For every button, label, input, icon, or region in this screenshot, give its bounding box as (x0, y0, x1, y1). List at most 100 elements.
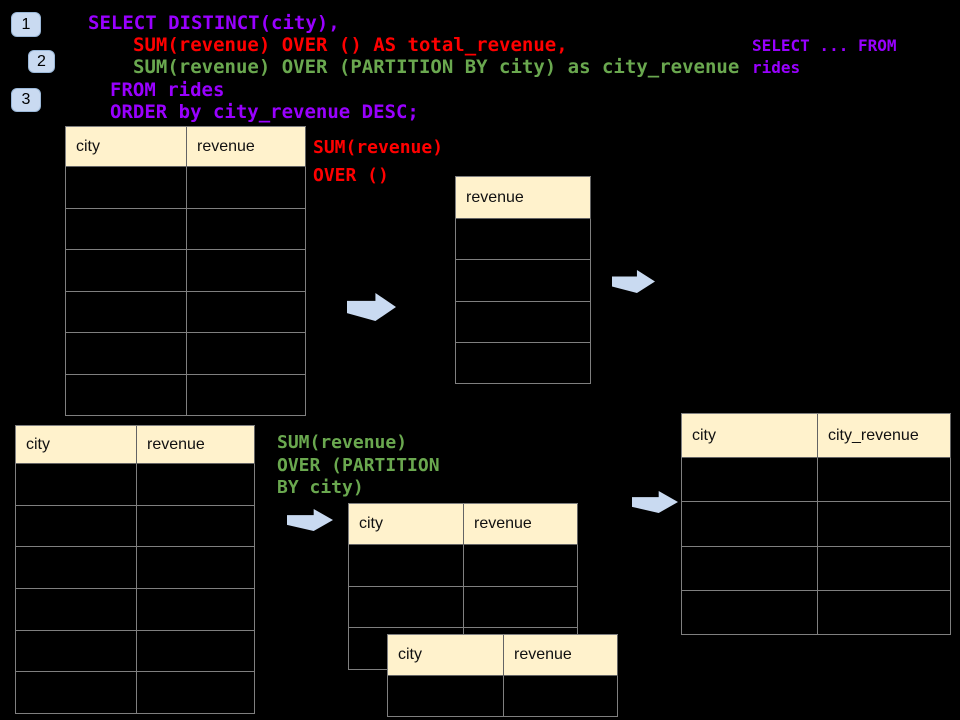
sql-line-select: SELECT DISTINCT(city), (88, 12, 340, 34)
empty-cell (818, 458, 951, 503)
table-row (456, 260, 591, 302)
sql-line-from: FROM rides (110, 79, 225, 101)
empty-cell (349, 545, 464, 587)
table-row (66, 208, 306, 250)
table-header-row: revenue (456, 177, 591, 219)
empty-cell (66, 291, 187, 333)
empty-cell (16, 630, 137, 673)
empty-cell (137, 547, 255, 590)
table-row (682, 590, 951, 636)
column-header-revenue: revenue (137, 426, 255, 464)
column-header-city: city (349, 504, 464, 545)
column-header-city: city (388, 635, 504, 676)
table-city-revenue-result: city city_revenue (681, 413, 951, 636)
empty-cell (187, 250, 306, 292)
empty-cell (464, 586, 578, 629)
column-header-city-revenue: city_revenue (818, 414, 951, 458)
table-row (349, 545, 578, 587)
empty-cell (187, 333, 306, 375)
column-header-revenue: revenue (464, 504, 578, 545)
empty-cell (137, 630, 255, 673)
empty-cell (16, 505, 137, 548)
empty-cell (456, 219, 591, 261)
table-partition-overlay: city revenue (387, 634, 618, 717)
table-row (16, 464, 255, 506)
empty-cell (682, 458, 818, 503)
table-header-row: city revenue (349, 504, 578, 545)
table-row (682, 502, 951, 547)
table-row (66, 167, 306, 209)
table-total-revenue: revenue (455, 176, 591, 385)
empty-cell (66, 167, 187, 209)
empty-cell (137, 589, 255, 631)
empty-cell (187, 208, 306, 250)
empty-cell (349, 586, 464, 629)
empty-cell (818, 590, 951, 636)
label-line: OVER (PARTITION (277, 454, 440, 476)
empty-cell (66, 250, 187, 292)
label-sum-over-all: SUM(revenue) OVER () (313, 134, 443, 190)
table-row (16, 547, 255, 590)
empty-cell (464, 545, 578, 587)
empty-cell (66, 374, 187, 416)
empty-cell (137, 505, 255, 548)
table-row (16, 630, 255, 673)
step-badge-2: 2 (28, 50, 55, 73)
table-row (66, 374, 306, 416)
table-row (16, 589, 255, 631)
table-row (16, 505, 255, 548)
empty-cell (456, 260, 591, 302)
table-partition-result: city revenue (348, 503, 578, 671)
column-header-city: city (66, 127, 187, 167)
empty-cell (187, 374, 306, 416)
arrow-right-icon (612, 270, 655, 293)
label-line: SUM(revenue) (277, 432, 408, 453)
table-row (388, 676, 618, 717)
label-line: BY city) (277, 477, 364, 498)
table-row (456, 301, 591, 343)
table-row (16, 672, 255, 715)
empty-cell (16, 589, 137, 631)
empty-cell (818, 546, 951, 591)
empty-cell (388, 676, 504, 717)
table-header-row: city revenue (16, 426, 255, 464)
empty-cell (187, 291, 306, 333)
column-header-city: city (682, 414, 818, 458)
sql-line-sum-partition: SUM(revenue) OVER (PARTITION BY city) as… (133, 56, 740, 78)
empty-cell (456, 342, 591, 385)
empty-cell (137, 672, 255, 715)
empty-cell (504, 676, 618, 717)
empty-cell (137, 464, 255, 506)
arrow-right-icon (287, 509, 333, 531)
empty-cell (16, 464, 137, 506)
empty-cell (682, 502, 818, 547)
note-line-1: SELECT ... FROM (752, 36, 897, 55)
column-header-revenue: revenue (504, 635, 618, 676)
column-header-revenue: revenue (187, 127, 306, 167)
table-row (456, 342, 591, 385)
table-row (682, 546, 951, 591)
column-header-revenue: revenue (456, 177, 591, 219)
column-header-city: city (16, 426, 137, 464)
empty-cell (818, 502, 951, 547)
table-header-row: city revenue (388, 635, 618, 676)
step-badge-3: 3 (11, 88, 41, 112)
label-line: SUM(revenue) (313, 137, 444, 158)
table-header-row: city revenue (66, 127, 306, 167)
table-row (66, 250, 306, 292)
table-row (456, 219, 591, 261)
step-badge-1: 1 (11, 12, 41, 37)
label-line: OVER () (313, 165, 389, 186)
table-source-top: city revenue (65, 126, 306, 416)
arrow-right-icon (632, 491, 678, 513)
table-header-row: city city_revenue (682, 414, 951, 458)
empty-cell (66, 333, 187, 375)
table-row (682, 458, 951, 503)
label-sum-over-partition: SUM(revenue) OVER (PARTITION BY city) (277, 432, 440, 500)
sql-line-sum-total: SUM(revenue) OVER () AS total_revenue, (133, 34, 568, 56)
table-source-bottom: city revenue (15, 425, 255, 715)
empty-cell (682, 590, 818, 636)
empty-cell (16, 672, 137, 715)
empty-cell (66, 208, 187, 250)
empty-cell (682, 546, 818, 591)
